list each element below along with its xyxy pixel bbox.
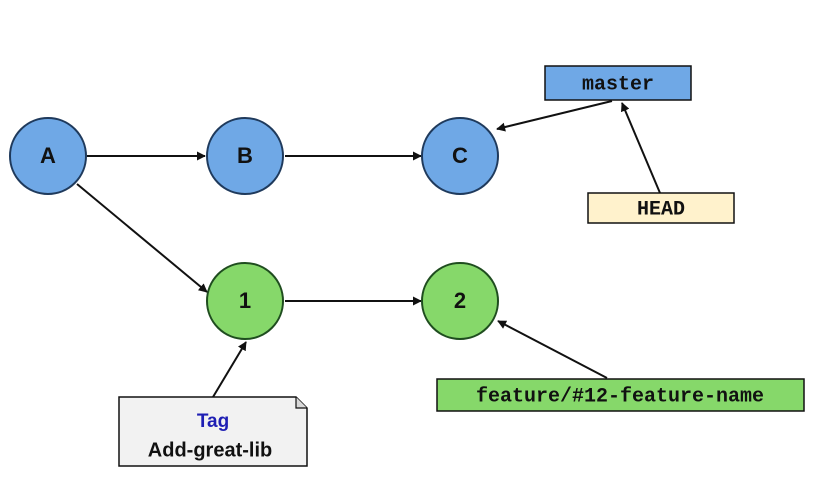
head-ref-label: HEAD	[637, 198, 685, 221]
edges	[76, 100, 661, 398]
commit-2[interactable]: 2	[421, 262, 499, 340]
commit-c-label: C	[452, 143, 468, 168]
master-ref[interactable]: master	[544, 65, 692, 101]
tag-name: Add-great-lib	[148, 439, 272, 461]
feature-branch-label: feature/#12-feature-name	[476, 385, 764, 408]
commit-1-label: 1	[239, 288, 251, 313]
tag-note[interactable]: Tag Add-great-lib	[118, 396, 308, 467]
master-ref-label: master	[582, 73, 654, 96]
edge-tag-to-1	[212, 341, 247, 398]
commit-a-label: A	[40, 143, 56, 168]
commit-c[interactable]: C	[421, 117, 499, 195]
edge-head-to-master	[621, 102, 661, 194]
commit-b[interactable]: B	[206, 117, 284, 195]
edge-a-to-1	[76, 183, 208, 293]
commit-b-label: B	[237, 143, 253, 168]
feature-branch-ref[interactable]: feature/#12-feature-name	[436, 378, 805, 412]
head-ref[interactable]: HEAD	[587, 192, 735, 224]
tag-title: Tag	[197, 411, 229, 432]
commit-2-label: 2	[454, 288, 466, 313]
commit-a[interactable]: A	[9, 117, 87, 195]
edge-feature-to-2	[497, 320, 608, 379]
commit-1[interactable]: 1	[206, 262, 284, 340]
edge-master-to-c	[496, 100, 613, 132]
